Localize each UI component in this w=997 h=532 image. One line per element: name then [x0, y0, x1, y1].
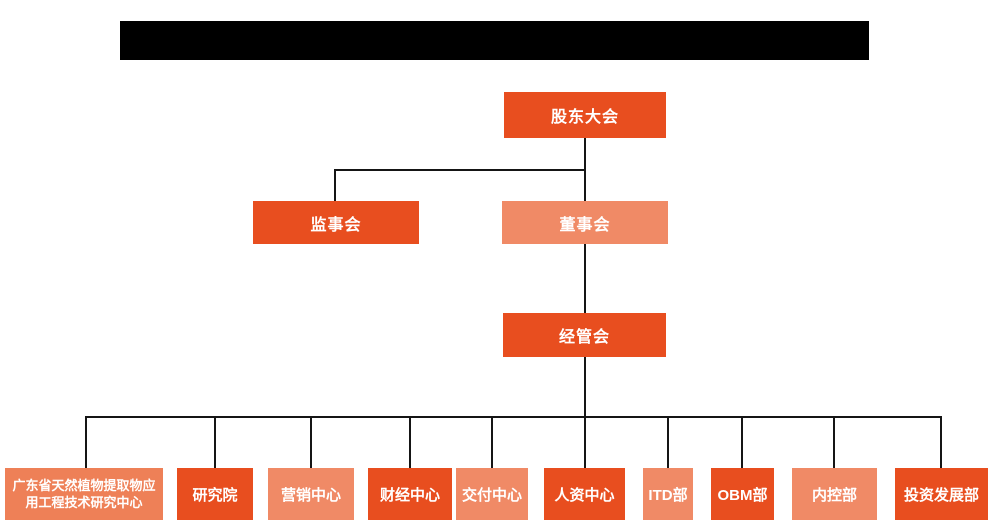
org-node-label: 董事会 [559, 216, 611, 234]
org-node-delivery-center: 交付中心 [456, 468, 528, 520]
connector-board-to-management [584, 244, 586, 313]
org-node-board-of-directors: 董事会 [502, 201, 668, 244]
org-node-management-committee: 经管会 [503, 313, 666, 357]
org-node-label: 财经中心 [379, 486, 440, 504]
org-node-label: 人资中心 [554, 486, 615, 504]
connector-drop-hr-center [584, 416, 586, 468]
org-node-label: ITD部 [648, 486, 688, 504]
org-node-label: 股东大会 [550, 109, 619, 126]
org-node-label: 内控部 [811, 486, 857, 504]
connector-drop-investment-dev [940, 416, 942, 468]
connector-drop-internal-control [833, 416, 835, 468]
org-node-supervisory-board: 监事会 [253, 201, 419, 244]
connector-management-to-bus [584, 357, 586, 416]
org-node-itd-dept: ITD部 [643, 468, 693, 520]
connector-drop-delivery-center [491, 416, 493, 468]
connector-drop-marketing-center [310, 416, 312, 468]
org-node-marketing-center: 营销中心 [268, 468, 354, 520]
org-node-label-line1: 广东省天然植物提取物应 [12, 478, 156, 493]
org-node-label-line2: 用工程技术研究中心 [25, 495, 143, 510]
org-node-label: 研究院 [192, 486, 238, 504]
org-node-label: 监事会 [310, 216, 362, 234]
org-node-label: OBM部 [717, 486, 768, 504]
connector-drop-obm-dept [741, 416, 743, 468]
connector-department-bus [85, 416, 942, 418]
org-node-shareholders-meeting: 股东大会 [504, 92, 666, 138]
org-node-label: 交付中心 [461, 486, 522, 504]
connector-drop-itd-dept [667, 416, 669, 468]
redacted-title-bar [120, 21, 869, 60]
org-node-label: 投资发展部 [903, 486, 979, 504]
connector-to-supervisory [334, 169, 336, 201]
connector-branch-horizontal [334, 169, 586, 171]
org-node-label: 经管会 [558, 329, 610, 346]
org-node-label: 营销中心 [280, 486, 341, 504]
org-node-finance-center: 财经中心 [368, 468, 452, 520]
connector-drop-research-institute [214, 416, 216, 468]
org-node-research-center: 广东省天然植物提取物应 用工程技术研究中心 [5, 468, 163, 520]
org-node-investment-development-dept: 投资发展部 [895, 468, 988, 520]
connector-drop-finance-center [409, 416, 411, 468]
org-node-internal-control-dept: 内控部 [792, 468, 877, 520]
org-node-obm-dept: OBM部 [711, 468, 774, 520]
org-node-research-institute: 研究院 [177, 468, 253, 520]
org-node-hr-center: 人资中心 [544, 468, 625, 520]
connector-drop-research-center [85, 416, 87, 468]
